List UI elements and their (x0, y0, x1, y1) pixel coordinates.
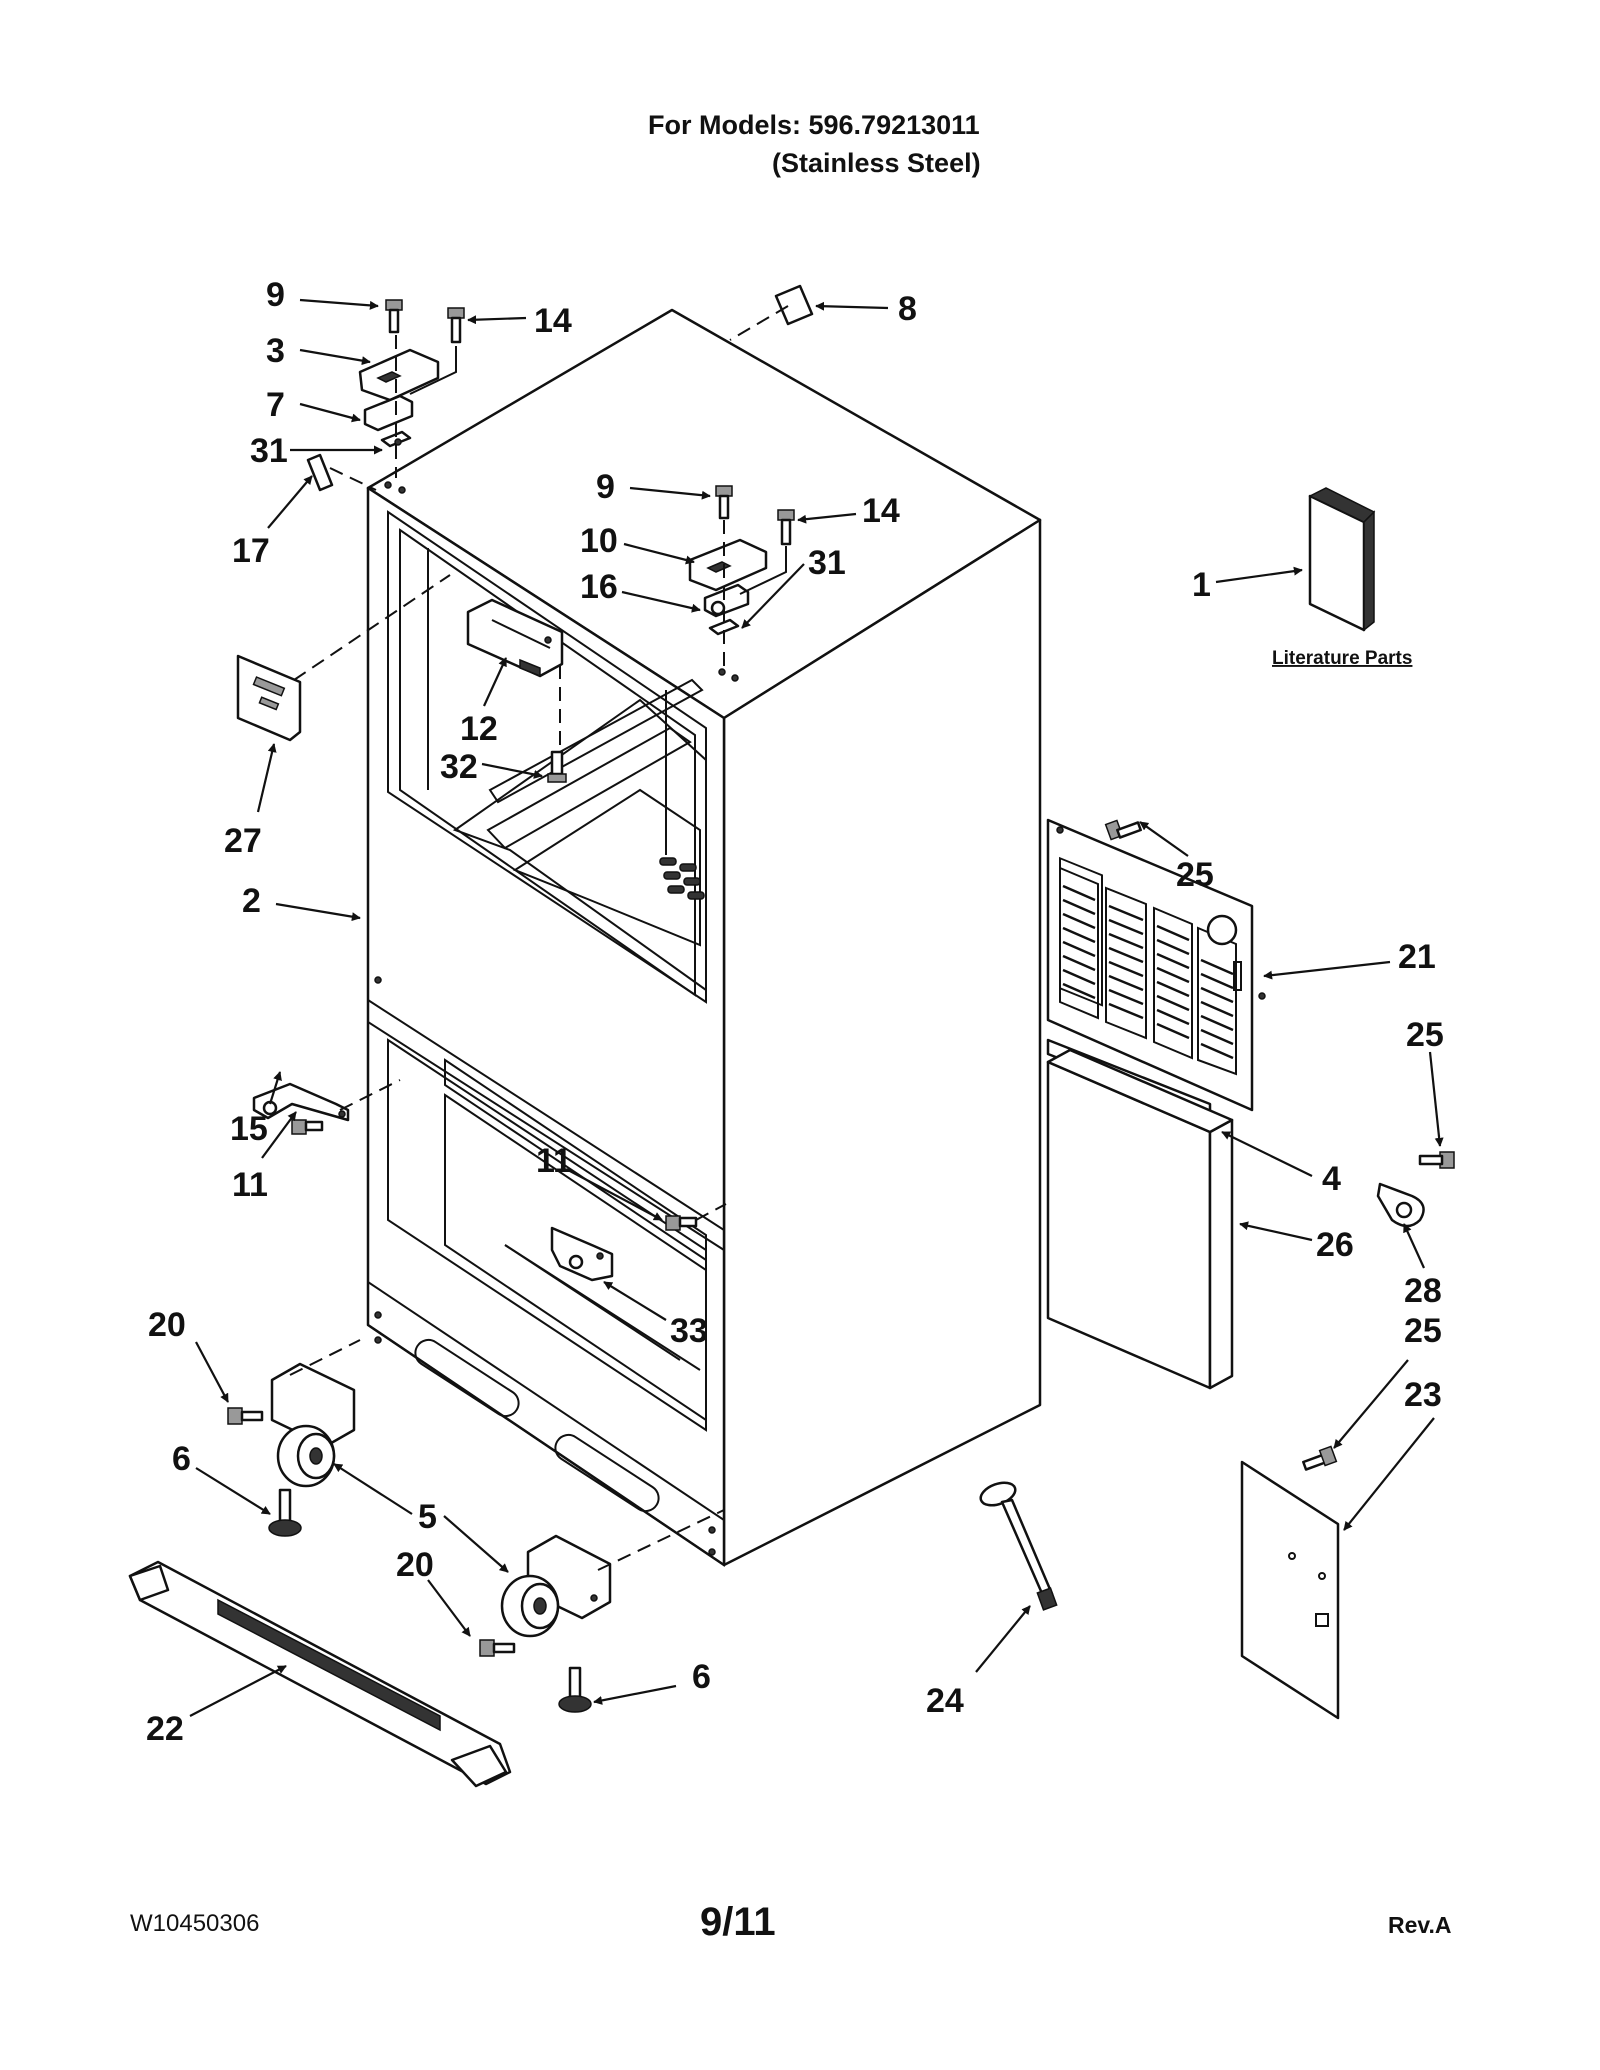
top-hinge-left (358, 348, 440, 448)
callout-20: 20 (148, 1306, 186, 1344)
callout-8: 8 (898, 290, 917, 328)
callout-27: 27 (224, 822, 262, 860)
cable-clamp (1376, 1182, 1425, 1228)
callout-5: 5 (418, 1498, 437, 1536)
callout-25: 25 (1176, 856, 1214, 894)
tag-label-part (774, 284, 814, 326)
callout-15: 15 (230, 1110, 268, 1148)
housing-screw-32 (547, 750, 567, 783)
callout-23: 23 (1404, 1376, 1442, 1414)
instruction-card (236, 654, 302, 742)
header-finish: (Stainless Steel) (772, 148, 981, 178)
callout-7: 7 (266, 386, 285, 424)
hinge-screw-14-left (447, 307, 465, 344)
center-hinge-left (252, 1082, 350, 1122)
callout-2: 2 (242, 882, 261, 920)
header-models: For Models: 596.79213011 (648, 110, 980, 140)
callout-11: 11 (232, 1166, 268, 1204)
callout-31: 31 (250, 432, 288, 470)
spacer-strip (306, 453, 334, 492)
refrigerator-cabinet (366, 308, 1042, 1567)
callout-25: 25 (1404, 1312, 1442, 1350)
top-hinge-center (688, 538, 768, 636)
leveling-leg-6-left (268, 1488, 302, 1537)
grille-screw-25 (1104, 819, 1142, 841)
callout-22: 22 (146, 1710, 184, 1748)
literature-booklet (1308, 487, 1376, 632)
roller-screw-20-left (227, 1407, 264, 1425)
callout-10: 10 (580, 522, 618, 560)
callout-26: 26 (1316, 1226, 1354, 1264)
revision-label: Rev.A (1388, 1912, 1452, 1938)
callout-21: 21 (1398, 938, 1436, 976)
callout-33: 33 (670, 1312, 708, 1350)
callout-25: 25 (1406, 1016, 1444, 1054)
callout-28: 28 (1404, 1272, 1442, 1310)
callout-1: 1 (1192, 566, 1211, 604)
roller-screw-20-right (479, 1639, 516, 1657)
callout-3: 3 (266, 332, 285, 370)
leveling-wrench (979, 1481, 1058, 1611)
callout-14: 14 (534, 302, 572, 340)
callout-12: 12 (460, 710, 498, 748)
callout-9: 9 (266, 276, 285, 314)
rear-access-panel (1046, 1048, 1234, 1390)
hinge-screw-11-freezer (665, 1215, 698, 1231)
hinge-screw-9-center (715, 485, 733, 520)
hinge-screw-11-left (291, 1119, 324, 1135)
callout-numbers: 9 14 3 7 31 17 8 9 14 10 16 31 1 12 32 2… (146, 276, 1444, 1748)
condenser-grille-panel (1046, 818, 1266, 1112)
callout-31: 31 (808, 544, 846, 582)
hinge-screw-14-center (777, 509, 795, 546)
cover-screw-25 (1302, 1445, 1338, 1471)
page-number: 9/11 (700, 1900, 776, 1944)
callout-24: 24 (926, 1682, 964, 1720)
document-number: W10450306 (130, 1910, 260, 1937)
leveling-leg-6-right (558, 1666, 592, 1713)
callout-11: 11 (536, 1142, 572, 1180)
toe-grille (128, 1560, 512, 1788)
hinge-screw-9-left (385, 299, 403, 334)
callout-14: 14 (862, 492, 900, 530)
clamp-screw-25 (1418, 1151, 1455, 1169)
front-roller-left (270, 1362, 356, 1488)
callout-9: 9 (596, 468, 615, 506)
grille-hatching (1062, 884, 1234, 1060)
callout-20: 20 (396, 1546, 434, 1584)
callout-17: 17 (232, 532, 270, 570)
cover-plate (1240, 1460, 1340, 1720)
callout-32: 32 (440, 748, 478, 786)
literature-parts-label: Literature Parts (1272, 648, 1412, 669)
callout-4: 4 (1322, 1160, 1341, 1198)
leader-lines (189, 298, 1444, 1717)
front-roller-right (500, 1534, 612, 1638)
floor-vents (659, 857, 705, 900)
callout-6: 6 (692, 1658, 711, 1696)
center-hinge-freezer (550, 1226, 614, 1282)
callout-16: 16 (580, 568, 618, 606)
control-housing (466, 598, 564, 678)
callout-6: 6 (172, 1440, 191, 1478)
